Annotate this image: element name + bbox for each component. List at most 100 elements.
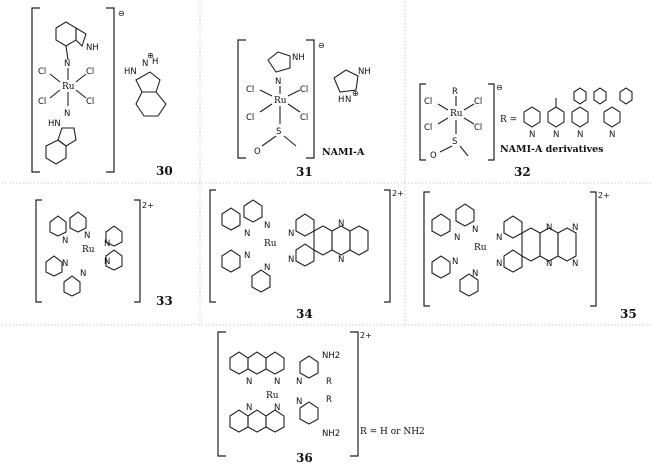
atom-n: N	[345, 95, 351, 105]
charge-label: 2+	[598, 191, 610, 200]
atom-n: N	[546, 223, 552, 233]
r-substituent: R	[326, 395, 332, 405]
compound-number: 35	[620, 307, 637, 321]
atom-n: N	[288, 229, 294, 239]
bracket-left	[35, 199, 42, 303]
bracket-left	[419, 83, 426, 161]
benzhydrylpyridine-ring	[603, 106, 621, 128]
benzene-ring	[45, 139, 67, 165]
atom-n: N	[264, 221, 270, 231]
compound-number: 32	[514, 165, 531, 179]
metal-center: Ru	[474, 243, 487, 253]
phenyl-ring	[573, 87, 587, 105]
r-group-definition: R = H or NH2	[360, 427, 425, 437]
methylpyridine-ring	[547, 106, 565, 128]
atom-n: N	[64, 109, 70, 119]
atom-n: N	[496, 233, 502, 243]
bracket-left	[209, 189, 216, 303]
atom-cl: Cl	[246, 85, 254, 95]
compound-34: 2+ Ru N N N N N N N N 34	[209, 189, 404, 321]
atom-n: N	[246, 377, 252, 387]
charge-label: 2+	[392, 189, 404, 198]
atom-o: O	[430, 151, 437, 161]
metal-center: Ru	[450, 109, 463, 119]
atom-cl: Cl	[424, 97, 432, 107]
imidazole-ring	[267, 51, 291, 73]
compound-number: 34	[296, 307, 313, 321]
charge-label: ⊖	[496, 83, 503, 92]
bracket-left	[31, 7, 40, 173]
atom-o: O	[254, 147, 261, 157]
atom-n: N	[454, 233, 460, 243]
charge-label: ⊖	[318, 41, 325, 50]
compound-number: 36	[296, 451, 313, 465]
atom-nh: NH	[292, 53, 305, 63]
atom-n: N	[296, 377, 302, 387]
atom-n: N	[142, 59, 148, 69]
atom-n: N	[62, 259, 68, 269]
atom-n: N	[246, 403, 252, 413]
atom-cl: Cl	[86, 97, 94, 107]
charge-label: ⊖	[118, 9, 125, 18]
atom-cl: Cl	[424, 123, 432, 133]
metal-center: Ru	[266, 391, 279, 401]
metal-center: Ru	[62, 82, 75, 92]
metal-center: Ru	[274, 96, 287, 106]
atom-n: N	[80, 269, 86, 279]
cation-charge: ⊕	[147, 51, 154, 60]
atom-n: N	[104, 257, 110, 267]
atom-n: N	[472, 269, 478, 279]
bracket-right	[306, 39, 315, 159]
atom-n: N	[104, 239, 110, 249]
atom-h: H	[338, 95, 344, 105]
atom-n: N	[264, 263, 270, 273]
bracket-right	[134, 199, 141, 303]
atom-hn: HN	[48, 119, 61, 129]
atom-n: N	[244, 229, 250, 239]
atom-n: N	[275, 77, 281, 87]
compound-33: 2+ Ru N N N N N N 33	[35, 199, 173, 308]
bracket-right	[106, 7, 115, 173]
compound-number: 30	[156, 164, 173, 178]
metal-center: Ru	[264, 239, 277, 249]
phenyl-ring	[619, 87, 633, 105]
atom-n: N	[338, 219, 344, 229]
atom-n: N	[274, 403, 280, 413]
compound-name: NAMI-A derivatives	[500, 144, 604, 155]
atom-n: N	[84, 231, 90, 241]
r-substituent: R	[326, 377, 332, 387]
atom-nh: NH	[358, 67, 371, 77]
bracket-left	[237, 39, 246, 159]
atom-n: N	[609, 130, 615, 140]
atom-cl: Cl	[86, 67, 94, 77]
atom-n: N	[496, 259, 502, 269]
benzene-ring	[55, 21, 77, 47]
atom-nh: NH	[86, 43, 99, 53]
atom-n: N	[529, 130, 535, 140]
atom-n: N	[452, 257, 458, 267]
atom-h: H	[152, 57, 158, 67]
imidazolium-ring	[333, 69, 359, 93]
bracket-right	[590, 191, 597, 307]
charge-label: 2+	[360, 331, 372, 340]
atom-n: N	[572, 259, 578, 269]
cation-charge: ⊕	[352, 89, 359, 98]
atom-s: S	[276, 127, 281, 137]
atom-hn: HN	[124, 67, 137, 77]
r-group-definition: R =	[500, 115, 517, 125]
phenylpyridine-ring	[571, 106, 589, 128]
atom-n: N	[472, 225, 478, 235]
atom-n: N	[296, 397, 302, 407]
metal-center: Ru	[82, 245, 95, 255]
atom-n: N	[64, 59, 70, 69]
bracket-left	[217, 331, 226, 457]
atom-cl: Cl	[246, 113, 254, 123]
compound-number: 31	[296, 165, 313, 179]
compound-32: ⊖ R Ru Cl Cl Cl Cl S O R = N N N N NAMI-…	[419, 83, 633, 179]
atom-r: R	[452, 87, 458, 97]
atom-n: N	[62, 236, 68, 246]
benzene-ring	[135, 91, 167, 117]
compound-30: ⊖ NH N Ru Cl Cl Cl Cl N HN HN N H ⊕ 30	[31, 7, 173, 178]
atom-cl: Cl	[38, 67, 46, 77]
